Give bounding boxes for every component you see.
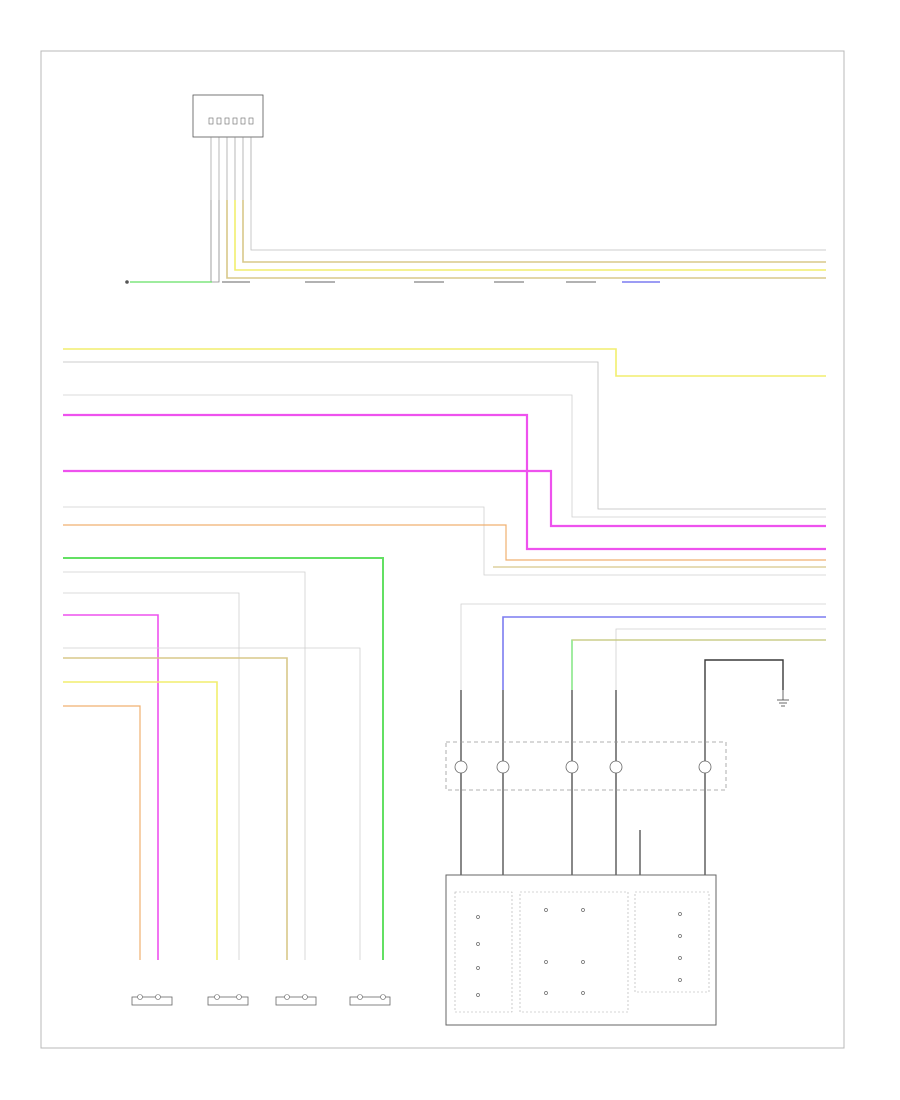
wire-gray-sw [460, 603, 826, 690]
wire-orange-rf [63, 705, 141, 960]
multifunction-switch [445, 874, 717, 1026]
wire-blue-sw [502, 616, 826, 690]
wire-yellow-lr [63, 681, 218, 960]
wire-yellow-main [63, 348, 826, 377]
top-connector [192, 94, 264, 200]
wire-gray-sub [63, 571, 306, 960]
switch-black-wires [460, 690, 706, 875]
wire-black-horn [704, 659, 784, 690]
wire-top-yellow [234, 200, 826, 271]
switch-connector-dashed [445, 741, 727, 791]
wire-tan-lf [63, 657, 288, 960]
switch-harness [460, 603, 826, 690]
wire-magenta-rf [63, 614, 159, 960]
left-front-speaker [275, 994, 317, 1006]
middle-harness [63, 348, 826, 576]
wire-top-tan [242, 200, 826, 263]
diagram-frame [40, 50, 845, 1049]
top-connector-body [192, 94, 264, 138]
wire-gray-lr [63, 592, 240, 960]
wire-orange-1 [63, 524, 826, 561]
multifunction-switch-body [445, 874, 717, 1026]
wire-gray-3 [63, 506, 826, 576]
wire-gray-1 [63, 361, 826, 510]
wire-gray-2 [63, 394, 826, 518]
wire-magenta-2 [63, 469, 826, 528]
wire-gray-lf [63, 647, 361, 960]
wire-green-sub [63, 557, 384, 960]
wire-gray-sw-2 [615, 628, 826, 690]
left-rear-speaker [207, 994, 249, 1006]
speaker-wires [63, 557, 384, 960]
ground-dot [125, 280, 129, 284]
switch-terminals [454, 760, 712, 774]
speakers [131, 994, 391, 1006]
subwoofer [349, 994, 391, 1006]
wire-top-black-1 [212, 200, 220, 283]
wire-top-tan-2 [226, 200, 826, 279]
ground-icon [777, 690, 789, 707]
wire-magenta-1 [63, 413, 826, 551]
top-connector-wires [130, 200, 826, 283]
wire-green-sw [571, 639, 826, 690]
right-front-speaker [131, 994, 173, 1006]
wire-top-gray [250, 200, 826, 251]
